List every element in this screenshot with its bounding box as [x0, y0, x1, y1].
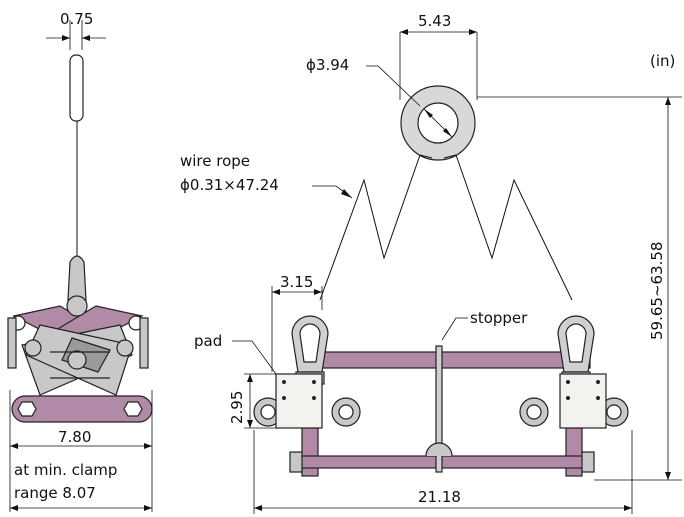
- total-width-label: 21.18: [418, 488, 461, 506]
- pad-height-label: 2.95: [228, 391, 246, 424]
- clamp-top-eye: [67, 255, 87, 301]
- side-top-width-label: 0.75: [60, 10, 93, 28]
- front-view: 5.43 (in) ϕ3.94 wire rope ϕ0.31×47.24 3.…: [180, 12, 682, 514]
- ring-diameter-label: ϕ3.94: [306, 56, 349, 74]
- wire-rope-label-line2: ϕ0.31×47.24: [180, 176, 279, 194]
- ring-top-width-label: 5.43: [418, 12, 451, 30]
- wire-rope: [319, 154, 421, 301]
- side-note-line1: at min. clamp: [14, 461, 117, 479]
- total-height-label: 59.65~63.58: [648, 242, 666, 340]
- shackle-width-label: 3.15: [280, 273, 313, 291]
- stopper: [435, 345, 443, 473]
- side-note-line2: range 8.07: [14, 484, 96, 502]
- wire-rope-label-line1: wire rope: [180, 152, 250, 170]
- stopper-label: stopper: [470, 309, 528, 327]
- pad-label: pad: [194, 332, 222, 350]
- units-label: (in): [650, 52, 675, 70]
- front-top-beam: [299, 351, 591, 369]
- side-bottom-width-label: 7.80: [58, 428, 91, 446]
- side-view: 0.75 7.80 at min. cl: [7, 10, 153, 512]
- hanging-link: [69, 54, 84, 122]
